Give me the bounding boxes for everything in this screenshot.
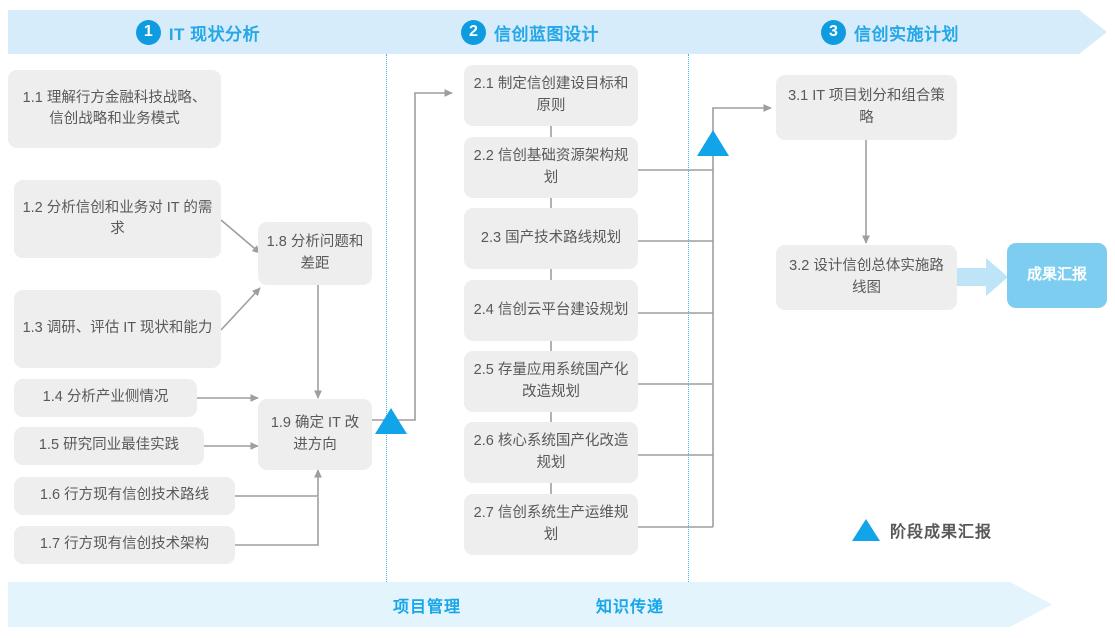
result-arrow-icon [957, 258, 1008, 296]
milestone-triangle-phase2 [697, 130, 729, 156]
process-box-2-6-label: 2.6 核心系统国产化改造规划 [473, 433, 629, 471]
process-box-1-8-label: 1.8 分析问题和差距 [266, 234, 364, 272]
phase-number-3: 3 [821, 19, 846, 45]
process-box-2-7-label: 2.7 信创系统生产运维规划 [473, 505, 629, 543]
process-box-1-3[interactable]: 1.3 调研、评估 IT 现状和能力 [14, 290, 221, 368]
result-report-box[interactable]: 成果汇报 [1007, 243, 1107, 308]
process-box-3-2-label: 3.2 设计信创总体实施路线图 [789, 258, 944, 296]
process-box-1-4-label: 1.4 分析产业侧情况 [42, 389, 169, 406]
process-box-1-8[interactable]: 1.8 分析问题和差距 [258, 222, 372, 285]
phase-segment-3 [662, 10, 1107, 54]
process-box-2-6[interactable]: 2.6 核心系统国产化改造规划 [464, 422, 638, 483]
process-box-1-2[interactable]: 1.2 分析信创和业务对 IT 的需求 [14, 180, 221, 258]
milestone-triangle-phase1 [375, 408, 407, 434]
process-box-2-3-label: 2.3 国产技术路线规划 [480, 229, 622, 246]
process-box-2-2[interactable]: 2.2 信创基础资源架构规划 [464, 137, 638, 198]
process-box-1-7-label: 1.7 行方现有信创技术架构 [39, 536, 210, 553]
process-box-2-5-label: 2.5 存量应用系统国产化改造规划 [473, 362, 629, 400]
process-box-1-3-label: 1.3 调研、评估 IT 现状和能力 [22, 320, 213, 337]
process-box-1-1[interactable]: 1.1 理解行方金融科技战略、信创战略和业务模式 [8, 70, 221, 148]
process-box-1-2-label: 1.2 分析信创和业务对 IT 的需求 [22, 199, 213, 237]
process-box-3-1[interactable]: 3.1 IT 项目划分和组合策略 [776, 75, 957, 140]
phase-divider-1 [386, 54, 387, 582]
phase-segment-2 [360, 10, 690, 54]
process-box-2-4[interactable]: 2.4 信创云平台建设规划 [464, 280, 638, 341]
process-box-3-1-label: 3.1 IT 项目划分和组合策略 [788, 88, 945, 126]
bottom-band-item-0-label: 项目管理 [393, 598, 462, 616]
legend-label: 阶段成果汇报 [890, 524, 993, 541]
process-box-3-2[interactable]: 3.2 设计信创总体实施路线图 [776, 245, 957, 310]
process-box-1-5-label: 1.5 研究同业最佳实践 [38, 437, 180, 454]
process-box-2-1-label: 2.1 制定信创建设目标和原则 [473, 76, 629, 114]
phase-title-2: 信创蓝图设计 [494, 24, 599, 44]
phase-band [8, 10, 1107, 54]
phase-number-1: 1 [135, 19, 161, 45]
bottom-band-item-1[interactable]: 知识传递 [596, 582, 664, 627]
process-box-1-6-label: 1.6 行方现有信创技术路线 [39, 487, 210, 504]
phase-segment-1 [8, 10, 388, 54]
bottom-band-item-1-label: 知识传递 [596, 598, 665, 616]
process-box-1-7[interactable]: 1.7 行方现有信创技术架构 [14, 526, 235, 564]
process-box-1-6[interactable]: 1.6 行方现有信创技术路线 [14, 477, 235, 515]
bottom-band [8, 582, 1052, 627]
phase-number-2: 2 [461, 19, 486, 45]
process-box-1-4[interactable]: 1.4 分析产业侧情况 [14, 379, 197, 417]
process-box-1-5[interactable]: 1.5 研究同业最佳实践 [14, 427, 204, 465]
bottom-band-item-0[interactable]: 项目管理 [393, 582, 461, 627]
result-report-label: 成果汇报 [1026, 266, 1087, 284]
process-box-2-3[interactable]: 2.3 国产技术路线规划 [464, 208, 638, 269]
triangle-icon [852, 519, 880, 541]
phase-header-2[interactable]: 2 信创蓝图设计 [380, 10, 680, 54]
process-box-2-7[interactable]: 2.7 信创系统生产运维规划 [464, 494, 638, 555]
process-box-1-1-label: 1.1 理解行方金融科技战略、信创战略和业务模式 [22, 89, 207, 127]
process-box-1-9-label: 1.9 确定 IT 改进方向 [270, 415, 360, 453]
phase-header-1[interactable]: 1 IT 现状分析 [8, 10, 388, 54]
legend: 阶段成果汇报 [852, 518, 992, 542]
process-box-2-5[interactable]: 2.5 存量应用系统国产化改造规划 [464, 351, 638, 412]
phase-title-3: 信创实施计划 [854, 24, 959, 44]
process-box-2-1[interactable]: 2.1 制定信创建设目标和原则 [464, 65, 638, 126]
process-box-1-9[interactable]: 1.9 确定 IT 改进方向 [258, 399, 372, 470]
phase-divider-2 [688, 54, 689, 582]
process-box-2-2-label: 2.2 信创基础资源架构规划 [473, 148, 629, 186]
process-box-2-4-label: 2.4 信创云平台建设规划 [473, 301, 629, 318]
phase-header-3[interactable]: 3 信创实施计划 [690, 10, 1090, 54]
phase-title-1: IT 现状分析 [168, 24, 261, 44]
